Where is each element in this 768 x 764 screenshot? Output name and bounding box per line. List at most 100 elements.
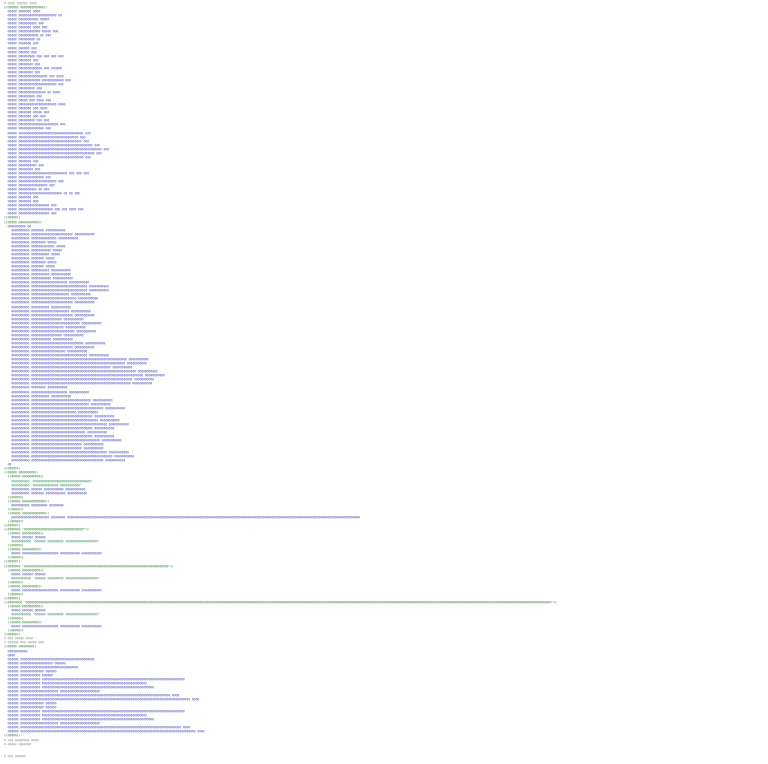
config-line: @@@@@@@@@@ @@@@@@@@@@@@@@@@@ @@@@@@@@@@@ (4, 316, 84, 321)
config-line: @@@@@ @@@@@@@@@@@@@@@@@@@@@ @@@ (4, 179, 64, 184)
config-line: @@@@@ @@@@@@@@@@@@@@@@@@@@@@@@@@@@@@@@@@… (4, 130, 91, 135)
config-line: @@@@@@@@@@ @@@@@@@@@@@@@@ @@@@@@@@@@@ (4, 235, 79, 240)
config-line: {{@@@@@ @@@@@@@@}} (4, 644, 37, 649)
config-line: @@@@@@@@@@ @@@@@@@@@@@@@@@@@@ @@@@@@@@@@… (4, 324, 86, 329)
config-line: @@@@@@@@@@ @@@@@@@@@@@@@@@@@@@@@@@@@@@@@… (4, 288, 109, 293)
config-line: @@@@@ @@@@@@@@@@@@@@@@@@@@@@@@@@@@@@@@@@… (4, 150, 102, 155)
config-line: @@@@@@@@@@ @@@@@@@@@@ @@@@@@@@@@@ (4, 272, 71, 277)
config-line: @@@@@ @@@@@@@@@ @@@ (4, 94, 42, 99)
config-line: # @@@@@@ @@@ @@@@@ @@@ (4, 640, 44, 645)
config-line: @@@@@ @@@@@@@@@@@@@@ @@@ (4, 126, 51, 131)
config-line: @@@@@ @@@@@@@@@@@@@@@@ @@@ (4, 183, 55, 188)
config-line: @@@@@@ @@@@@@@@@@@@@@@@@@@@@@@@@@@@@@@@ (4, 664, 79, 669)
config-line: @@@@@@@@@@ @@@@@@@@@@@@@@@@@@@@@@@ @@@@@… (4, 300, 95, 305)
config-line: @@@@@@@@@@ @@@@@@@@@@ @@@@@@@@@@@ (4, 393, 71, 398)
config-line: @@@@@@@@@@ @@@@@@@@@@@@@@@@@@@@@@@@@@@@@… (4, 405, 126, 410)
config-line: @@@@@@@@@@ @@@@@@@@@@@@@@@@@@@@@@@@@@@@@… (4, 357, 149, 362)
config-line: {{@@@@@}} (4, 555, 24, 560)
config-line: @@@@@@@@@@ @@@@@@ @@@@@@@@@@@ @@@@@@@@@@… (4, 486, 86, 491)
config-line: @@@@@@ @@@@@@@@@@@ @@@@@@@@@@@@@@@@@@@@@… (4, 717, 154, 722)
config-line: @@@@@@@@@@ @@@@@@@@@ @@@@@@@@ (4, 502, 64, 507)
config-line: @@@@@@@@@@ @@@@@@@@@@@@@@@@@@@@@@@@ @@@@… (4, 328, 97, 333)
config-line: {{@@@@@@@ "@@@@@@@@@@@@@@@@@@@@@@@@@@@@@… (4, 563, 174, 568)
config-line: @@@@@ @@@@@@@@@@@ @@@@@ (4, 17, 50, 22)
config-line: @@@@@@@@@@ @@@@@@@@@@@@@@@@@@@@@@@@@@@@@… (4, 397, 113, 402)
config-line: @@@@@@@@@@@ "@@@@@@ @@@@@@@@@ @@@@@@@@@@… (4, 575, 100, 580)
config-line: @@@@@@ @@@@@@@@@@@@@@@@@@@@@ @@@@@@@@@@@… (4, 721, 100, 726)
config-line: @@@@@@@@@@ @@@@@@@@@@@@@@@@@@@@@@@ @@@@@… (4, 231, 95, 236)
config-line: {{@@@@@}} (4, 733, 21, 738)
config-line: @@@@@@@@@@@@@@@@@@@@@ @@@@@@@@ @@@@@@@@@… (4, 514, 360, 519)
config-line: @@@@@ @@@@@@@@@@@@@@@@@ @@@ (4, 211, 57, 216)
config-line: {{@@@@@@@ "@@@@@@@@@@@@@@@@@@@@@@@@@@@@@… (4, 527, 89, 532)
config-line: @@@@@@ @@@@@@@@@@@ @@@@@@@@@@@@@@@@@@@@@… (4, 713, 147, 718)
config-line: {{@@@@@}} (4, 628, 24, 633)
config-line: @@@@@ @@@@@@@@@@@@@ @@@ @@@@@@ (4, 65, 62, 70)
config-line: {{@@@@@ @@@@@@@@@}} (4, 547, 42, 552)
config-line: @@@@@@@@@@ @@@@@@@@@@@@@@@@@@@@@@@@@@@@@… (4, 425, 115, 430)
config-line: {{@@@@@ @@@@@@@@@@@@@}} (4, 510, 50, 515)
config-line: @@@@@@ @@@@@@@@@@@@@ @@@@@@ (4, 701, 57, 706)
config-line: @@@@@ @@@@@@@ @@@ (4, 195, 39, 200)
config-line: @@@@@@ @@@@@@@@@@@ @@@@@@@@@@@@@@@@@@@@@… (4, 709, 185, 714)
config-line: {{@@@@@@ @@@@@@@@@@@@@}} (4, 5, 48, 10)
config-line: @@@@@@ @@@@@@@@@@@@@@@@@@ @@@@@@ (4, 660, 66, 665)
config-line: @@@@@@@@@@ @@@@@@@@@@@@@@@@@@@@@@@ @@@@@… (4, 312, 95, 317)
config-line: @@ (4, 462, 12, 467)
config-line: {{@@@@@}} (4, 595, 21, 600)
config-line: @@@@@ @@@@@@@ @@@ (4, 41, 39, 46)
config-line: @@@@@ @@@@@@@@@@@@@@@@@@@@ @@@@@@@@@@@ @… (4, 624, 102, 629)
config-line: @@@@@@@@@@ @@@@@@@@@@@@@@@@@@@@@@@@@@@@@… (4, 434, 115, 439)
config-line: @@@@@@ @@@@@@@@@@@@@@@@@@@@@@@@@@@@@@@@@… (4, 693, 180, 698)
config-line: # @@@@ @@@@@@ @@@@ (4, 1, 37, 5)
config-line: @@@@@@@@@@ @@@@@@@@@@@@@@@@@@@@@@@@@@@@@… (4, 284, 109, 289)
config-line: @@@@@@@@@@ @@@@@@@@@@@@@@@@@@@@@@@@@@@@@… (4, 381, 153, 386)
config-line: @@@@@@@@@@@ "@@@@@@ @@@@@@@@@ @@@@@@@@@@… (4, 539, 100, 544)
config-line: @@@@@@@@@@ @@@@@@@@@@ @@@@@@@@@@@ (4, 304, 71, 309)
config-line: @@@@@ @@@@@@@@@@@@@@@@@@@@@@@@@@@@@@@@@@… (4, 138, 89, 143)
config-line: @@@@@@@@@@ @@@@@@@@@@@@@@@@@@@@@@@ @@@@@… (4, 344, 95, 349)
config-line: @@@@@ @@@@@@@@@@@@@@@@ @@@ @@@@ (4, 73, 64, 78)
config-line: @@@@@ @@@@@@@@@@@@@@@@@@@@@@@@ @@ @@ @@@ (4, 191, 80, 196)
config-line: @@@@@@@@@@ @@@@@@@@@@@@@@@@@ @@@@@@@@@@@ (4, 332, 84, 337)
config-line: @@@@@@@@@@ @@@@@@@@@@@@@@@@@@@@@@@@@@@@@… (4, 417, 120, 422)
config-line: @@@@@@@@@@ @@@@@@@@@@@ @@@@@@@@@@@ (4, 276, 73, 281)
config-line: @@@@@@@@@@ @@@@@@@@@@@@@@@@@@@@@ @@@@@@@… (4, 308, 91, 313)
config-line: @@@@@@@@@@ @@@@@@@@@@@@@@@@@@@@@@@@@@@@@… (4, 353, 109, 358)
config-line: @@@@@ @@@@@@@@@@@@@@@ @@ @@@@ (4, 90, 60, 95)
config-line: @@@@@@@@@@ @@@@@@@@@@@@@@@@@@@@@@@@@ @@@… (4, 296, 98, 301)
config-line: # @@@ @@@@@@@@ @@@@ (4, 737, 39, 742)
config-line: @@@@@@ @@@@@@@@@@@ @@@@@@@@@@@@@@@@@@@@@… (4, 680, 147, 685)
config-line: @@@@@@@@@@ @@@@@@@@@@@@@@@@@@@@@@@@@@@@@… (4, 377, 154, 382)
config-line: # @@@ @@@@@ @@@@ (4, 636, 33, 641)
config-line: @@@@@@@@@@ @@@@@@@@@@@@@@@@@@@@@ @@@@@@@… (4, 292, 91, 297)
config-line: @@@@@ @@@@@@@@@ @@@ @@@ (4, 118, 50, 123)
config-line: @@@@@@@@@@ @@@@@@@ @@@@@ (4, 264, 55, 269)
config-line: @@@@@ @@@@@@ @@@@@@ (4, 571, 46, 576)
config-line: @@@@@@@@@@ @@@@@@@@@@@@@@@@@@@@@@@@@@@ @… (4, 320, 102, 325)
config-line: @@@@@ @@@@@@@@ @@@ (4, 166, 41, 171)
config-line: @@@@@ @@@@@@@@@@@@@@@@@ @@@ (4, 203, 57, 208)
config-line: @@@@@ @@@@@@@ @@@ @@@@ (4, 106, 48, 111)
config-line: @@@@@@@@@@ @@@@@@@@@@@ @@@@@ (4, 247, 62, 252)
config-line: @@@@@ @@@@@@@@ @@@ (4, 69, 41, 74)
config-line: {{@@@@@}} (4, 543, 24, 548)
config-line: @@@@@@@@@@ @@@@@@@@@@@@@@@@@@@@@@@@@@@@@… (4, 413, 115, 418)
config-line: @@@@@ @@@@@@@@@ @@ (4, 37, 41, 42)
config-line: @@@@@ @@@@@@@@@@@@@@@@@@@@@ @@@@ (4, 102, 66, 107)
config-line: @@@@@@@@@@ @@@@@@@@@@@@@@@@@@@@@@@@@@@@@… (4, 340, 106, 345)
config-line: {{@@@@@}} (4, 523, 21, 528)
config-line: @@@@ (4, 652, 15, 657)
config-line: {{@@@@@ @@@@@@@@@}} (4, 583, 42, 588)
config-line: @@@@@@ @@@@@@@@@@@@@@@@@@@@@@@@@@@@@@@@@… (4, 656, 95, 661)
config-line: {{@@@@@}} (4, 494, 24, 499)
config-line: @@@@@ @@@@@@@@@@@@@@@@@@@@@@@@@@@@@@@@@ … (4, 134, 86, 139)
config-line: @@@@@@ @@@@@@@@@@@@@@@@@@@@@@@@@@@@@@@@@… (4, 729, 205, 734)
config-line: @@@@@@@@@@ @@@@@@@@@@@@@@@@@@@ @@@@@@@@@… (4, 349, 88, 354)
config-line: @@@@@ @@@@@@@@@@@@@@@@@@@@@@ @@@ (4, 122, 66, 127)
config-line: {{@@@@@}} (4, 559, 21, 564)
config-line: @@@@@@@@@@ @@@@@@@@@@@@@@@@@@@@ @@@@@@@@… (4, 389, 89, 394)
config-line: @@@@@ @@@@@@@ @@@ @@@ (4, 114, 46, 119)
config-line: {{@@@@@ @@@@@@@@@@}} (4, 474, 44, 479)
